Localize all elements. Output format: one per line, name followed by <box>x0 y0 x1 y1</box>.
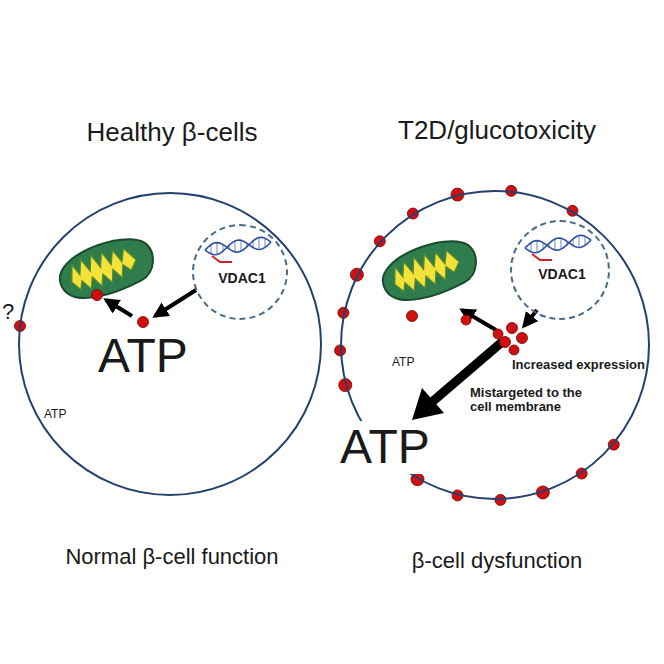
vdac1-dot <box>92 290 103 301</box>
dna-rung <box>579 236 580 248</box>
dna-helix <box>205 235 591 254</box>
cell-caption: Normal β-cell function <box>65 544 278 569</box>
nucleus: VDAC1 <box>510 220 610 320</box>
atp-large: ATP <box>338 421 432 474</box>
promoter-mark <box>532 254 552 260</box>
membrane-dot <box>536 486 549 499</box>
annotation: Mistargeted to the cell membrane <box>470 386 600 415</box>
membrane-dot <box>608 439 619 450</box>
dna-rung <box>235 241 236 252</box>
membrane-dot <box>339 379 352 392</box>
membrane-dot <box>576 468 587 479</box>
atp-small: ATP <box>44 408 66 421</box>
dna-rung <box>531 243 532 252</box>
dna-rung <box>537 241 538 253</box>
membrane-dots <box>335 185 620 505</box>
dna-strand <box>205 237 271 252</box>
dna-rung <box>211 245 212 254</box>
dna-rung <box>217 243 218 255</box>
cell-heading: T2D/glucotoxicity <box>398 116 596 146</box>
vdac1-cluster <box>407 311 528 356</box>
cell-heading: Healthy β-cells <box>86 118 257 148</box>
gene-label: VDAC1 <box>538 266 585 282</box>
promoter-mark <box>212 256 232 262</box>
question-mark: ? <box>2 300 14 324</box>
membrane-dot <box>411 473 424 486</box>
vdac1-dot <box>15 321 26 332</box>
mitochondrion <box>376 231 483 311</box>
arrow <box>462 310 496 330</box>
vdac1-dot <box>138 317 149 328</box>
membrane-dot <box>452 490 463 501</box>
arrow <box>155 290 196 316</box>
mitochondrion <box>53 229 160 309</box>
dna-rung <box>241 240 242 251</box>
dna-rung <box>561 238 562 249</box>
dna-rung <box>585 236 586 245</box>
arrow <box>106 300 132 316</box>
membrane-dot <box>350 268 363 281</box>
nucleus: VDAC1 <box>192 224 288 320</box>
gene-label: VDAC1 <box>218 270 265 286</box>
membrane-dot <box>567 205 578 216</box>
cell-caption: β-cell dysfunction <box>412 548 582 573</box>
atp-small: ATP <box>392 356 414 369</box>
membrane-dot <box>451 188 464 201</box>
dna-rung <box>259 238 260 250</box>
dna-strand <box>525 235 591 250</box>
atp-large: ATP <box>98 330 188 383</box>
dna-rung <box>265 238 266 247</box>
dna-rung <box>555 239 556 250</box>
membrane-dot <box>338 307 349 318</box>
membrane-dot <box>407 208 418 219</box>
annotation: Increased expression <box>512 358 645 372</box>
membrane-dot <box>374 236 385 247</box>
arrow <box>524 310 537 326</box>
